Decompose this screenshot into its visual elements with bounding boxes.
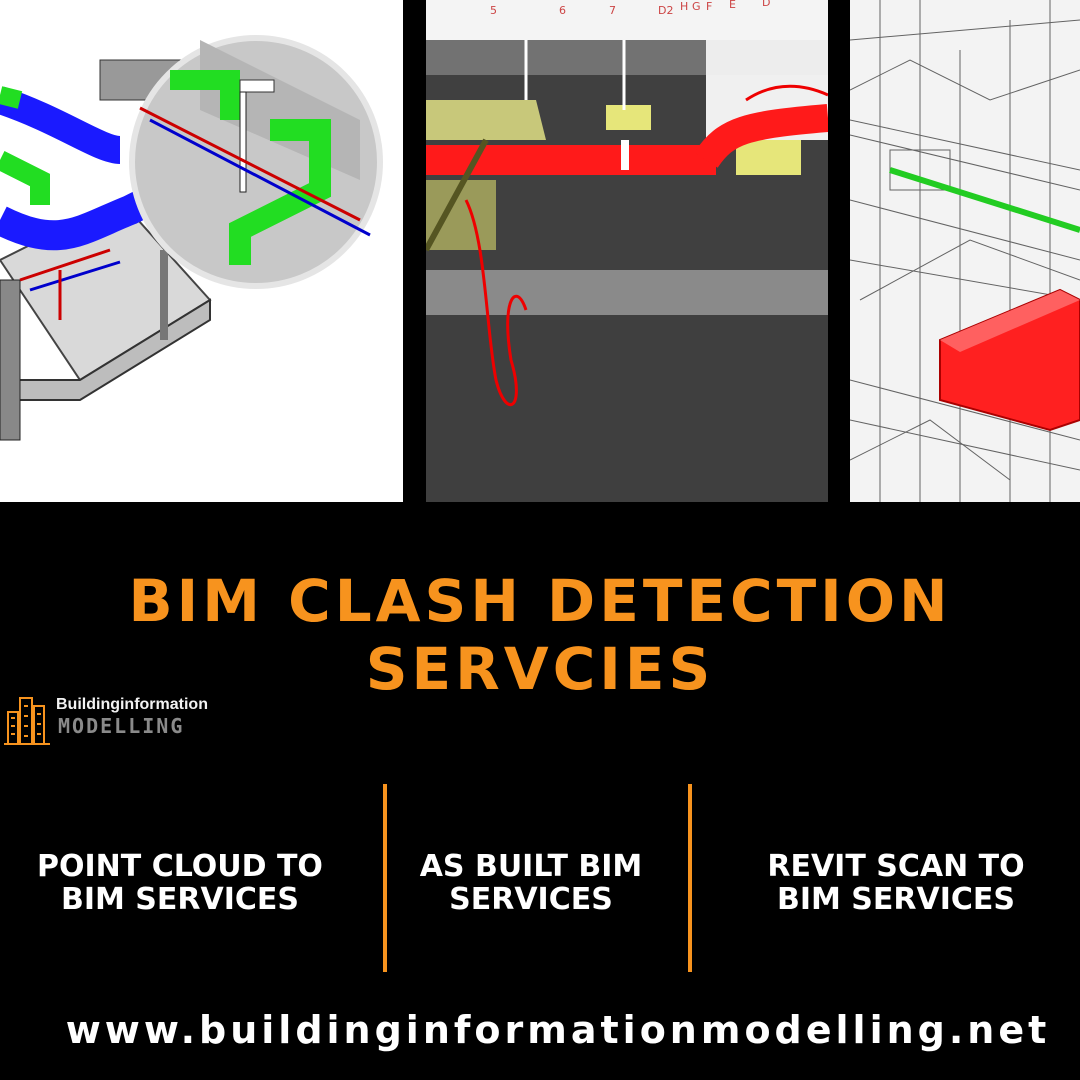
grid-label: H bbox=[680, 0, 688, 13]
service-line: POINT CLOUD TO bbox=[37, 849, 323, 884]
mep-isometric-image bbox=[0, 0, 403, 502]
service-line: BIM SERVICES bbox=[776, 882, 1016, 917]
grid-label: G bbox=[692, 0, 701, 13]
service-line: REVIT SCAN TO bbox=[767, 849, 1025, 884]
grid-label: 7 bbox=[609, 4, 616, 17]
service-line: BIM SERVICES bbox=[60, 882, 300, 917]
service-as-built: AS BUILT BIM SERVICES bbox=[400, 850, 662, 916]
service-point-cloud: POINT CLOUD TO BIM SERVICES bbox=[30, 850, 330, 916]
grid-label: D bbox=[762, 0, 770, 9]
grid-label: 6 bbox=[559, 4, 566, 17]
wireframe-clash-image bbox=[850, 0, 1080, 502]
headline-line-1: BIM CLASH DETECTION bbox=[128, 567, 952, 635]
service-line: SERVICES bbox=[449, 882, 613, 917]
building-icon bbox=[4, 697, 50, 745]
service-line: AS BUILT BIM bbox=[419, 849, 643, 884]
brand-logo: Buildinginformation MODELLING bbox=[4, 690, 219, 748]
website-url: www.buildinginformationmodelling.net bbox=[65, 1008, 1051, 1052]
divider-1 bbox=[383, 784, 387, 972]
divider-2 bbox=[688, 784, 692, 972]
grid-label: D2 bbox=[658, 4, 673, 17]
clash-render-image: 5 6 7 D2 H G F E D bbox=[426, 0, 828, 502]
logo-text-top: Buildinginformation bbox=[56, 696, 208, 713]
grid-label: E bbox=[729, 0, 736, 11]
logo-text-bottom: MODELLING bbox=[58, 714, 185, 738]
headline-line-2: SERVCIES bbox=[365, 635, 715, 703]
service-revit-scan: REVIT SCAN TO BIM SERVICES bbox=[750, 850, 1042, 916]
grid-label: 5 bbox=[490, 4, 497, 17]
grid-label: F bbox=[706, 0, 712, 13]
